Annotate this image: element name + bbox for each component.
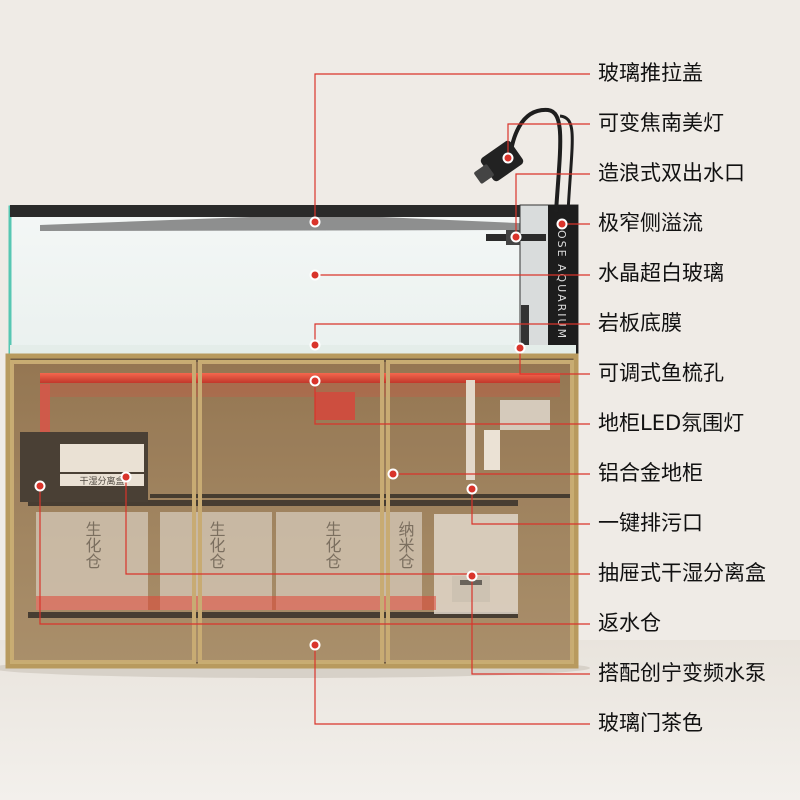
callout-label: 岩板底膜 [598,311,682,335]
lamp-lens [474,164,494,184]
sump-frame-top [28,500,518,506]
filter-module: 生化仓 [36,512,148,610]
callout-label: 返水仓 [598,611,661,635]
callout-dot [311,341,319,349]
callout-label: 可变焦南美灯 [598,111,724,135]
leader-line [314,323,590,345]
lamp-arm-2 [559,114,574,213]
leader-line [314,381,590,425]
pump-fitting [484,430,500,470]
callout-dot [122,473,130,481]
callout-label: 可调式鱼梳孔 [598,361,724,385]
callout-label: 铝合金地柜 [598,461,703,485]
leader-line [519,348,590,375]
sump-box-label: 干湿分离盒 [79,475,124,487]
callout-dot [311,377,319,385]
callout-dot [36,482,44,490]
return-pipe [40,384,50,454]
callout-label: 极窄侧溢流 [598,211,703,235]
top-shelf [150,494,570,498]
valve [500,400,550,430]
glass-sliding-cover [10,205,555,217]
callout-dot [311,218,319,226]
filter-module: 生化仓 [276,512,388,610]
led-glow [40,383,560,397]
leader-line [314,73,590,222]
door-left [10,360,196,664]
door-middle [198,360,384,664]
module-label: 生化仓 [207,521,226,569]
leader-line [39,486,590,625]
sump-pipe-vertical [466,380,475,480]
floor-led-glow [36,596,436,610]
callout-dot [468,572,476,580]
tank-glass [8,205,578,357]
cover-panel [40,217,540,231]
filter-module: 纳米仓 [388,512,422,610]
cabinet-frame [5,353,579,669]
callout-dot [504,154,512,162]
leader-line [471,489,590,525]
pipe-vertical [521,305,529,355]
callout-dot [512,233,520,241]
callout-label: 抽屉式干湿分离盒 [598,561,766,585]
water-surface-base [10,345,576,355]
callout-leaders [34,73,590,725]
callout-dot [558,220,566,228]
cabinet-tint-overlay [12,362,572,662]
module-label: 生化仓 [323,521,342,569]
callout-label: 水晶超白玻璃 [598,261,724,285]
overflow-cover [548,205,578,355]
led-strip [40,373,560,383]
leader-line [314,645,590,725]
aluminum-cabinet: 干湿分离盒 生化仓 生化仓 生化仓 纳米仓 [5,353,579,669]
callout-dot [468,485,476,493]
callout-label: 一键排污口 [598,511,703,535]
lamp-arm [508,107,563,213]
filter-modules: 生化仓 生化仓 生化仓 纳米仓 [36,512,422,610]
callout-dot [311,271,319,279]
aquarium-tank: OSE AQUARIUM [8,204,579,357]
callout-label: 搭配创宁变频水泵 [598,661,766,685]
door-right [386,360,574,664]
module-label: 生化仓 [83,521,102,569]
callout-dot [516,344,524,352]
callout-dot [311,641,319,649]
side-logo: OSE AQUARIUM [555,230,568,340]
leader-line [125,477,590,575]
zoom-lamp [474,107,574,213]
module-label: 纳米仓 [396,521,415,569]
leader-line [515,173,590,237]
leader-line [507,123,590,158]
callout-label: 造浪式双出水口 [598,161,745,185]
sump-frame-bottom [28,612,518,618]
callout-label: 玻璃门茶色 [598,711,703,735]
leader-line [471,576,590,675]
callout-dot [389,470,397,478]
callout-label: 地柜LED氛围灯 [598,411,745,435]
filter-top [315,392,355,420]
callout-label: 玻璃推拉盖 [598,61,703,85]
filter-module: 生化仓 [160,512,272,610]
